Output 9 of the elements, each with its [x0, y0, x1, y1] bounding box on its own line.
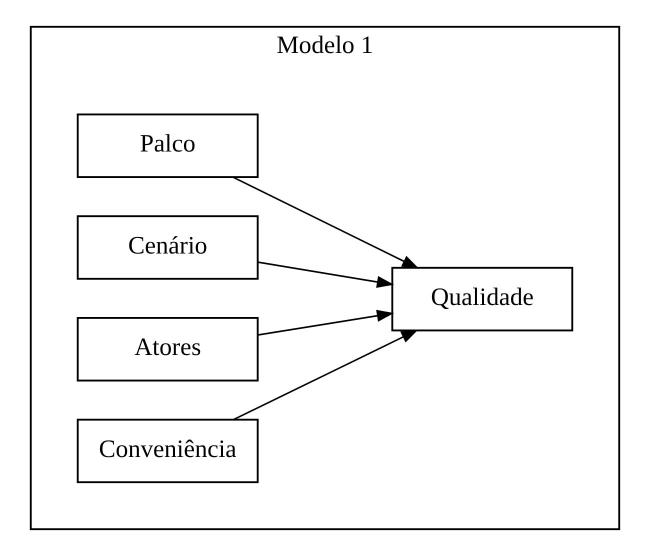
node-box: Palco — [76, 114, 259, 178]
arrow — [258, 310, 394, 336]
node-box: Cenário — [76, 215, 259, 280]
node-box: Conveniência — [76, 418, 259, 484]
arrow — [233, 330, 418, 420]
node-box: Atores — [76, 316, 259, 382]
node-box: Qualidade — [391, 266, 574, 332]
arrow — [258, 261, 394, 288]
arrow — [232, 176, 420, 269]
